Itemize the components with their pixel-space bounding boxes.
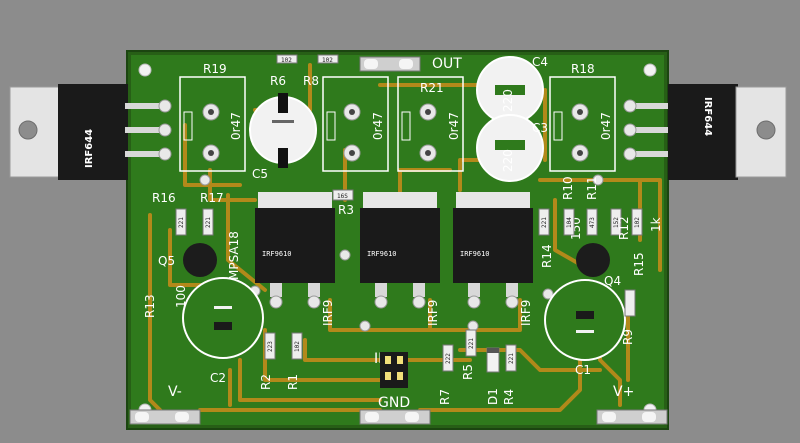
r16-ref: R16 bbox=[152, 191, 176, 205]
svg-text:221: 221 bbox=[205, 217, 212, 228]
resistor-r13: R13 100 bbox=[143, 285, 188, 318]
q5-type: MPSA18 bbox=[227, 231, 241, 280]
power-resistor-r18: R18 0r47 bbox=[549, 62, 616, 172]
r18-value: 0r47 bbox=[599, 112, 613, 140]
output-connector: OUT bbox=[359, 56, 462, 72]
svg-text:221: 221 bbox=[468, 338, 475, 349]
mosfet-2-side-label: IRF9 bbox=[426, 300, 440, 326]
mosfet-3-label: IRF9610 bbox=[460, 250, 490, 258]
output-label: OUT bbox=[432, 56, 462, 72]
power-resistor-r21: R21 0r47 bbox=[397, 76, 464, 172]
r14-ref: R14 bbox=[540, 244, 554, 268]
vplus-label: V+ bbox=[613, 384, 634, 400]
svg-text:16S: 16S bbox=[337, 193, 348, 200]
svg-text:152: 152 bbox=[613, 217, 620, 228]
svg-text:221: 221 bbox=[508, 353, 515, 364]
ground-label: GND bbox=[378, 395, 410, 411]
resistor-r9: R9 bbox=[621, 289, 636, 345]
input-connector: IN GND bbox=[374, 351, 410, 411]
mosfet-3: IRF9610 IRF9 bbox=[453, 192, 533, 326]
r17-ref: R17 bbox=[200, 191, 224, 205]
r20-value: 0r47 bbox=[371, 112, 385, 140]
mosfet-2: IRF9610 IRF9 bbox=[360, 192, 440, 326]
c3-value: 220 bbox=[501, 149, 515, 172]
right-resistor-bank: R10 R11 150 221 104 473 152 102 R14 R12 … bbox=[538, 176, 663, 276]
svg-text:473: 473 bbox=[589, 217, 596, 228]
r10-ref: R10 bbox=[561, 176, 575, 200]
svg-text:223: 223 bbox=[267, 341, 274, 352]
transistor-q5: Q5 MPSA18 bbox=[158, 231, 241, 280]
r21-ref: R21 bbox=[420, 81, 444, 95]
c4-value: 220 bbox=[501, 89, 515, 112]
diode-d1: D1 bbox=[486, 347, 500, 405]
capacitor-c5: C5 bbox=[249, 93, 317, 181]
mosfet-3-side-label: IRF9 bbox=[519, 300, 533, 326]
svg-text:222: 222 bbox=[445, 353, 452, 364]
r11-ref: R11 bbox=[585, 176, 599, 200]
r15-value: 1k bbox=[649, 217, 663, 232]
power-transistor-right: IRF644 bbox=[636, 84, 787, 180]
transistor-q4: Q4 bbox=[576, 243, 621, 288]
svg-text:102: 102 bbox=[294, 341, 301, 352]
r18-ref: R18 bbox=[571, 62, 595, 76]
power-pads bbox=[129, 409, 668, 425]
capacitor-c2: C2 bbox=[182, 277, 264, 385]
power-transistor-left-label: IRF644 bbox=[84, 129, 95, 168]
r3-ref: R3 bbox=[338, 203, 354, 217]
d1-ref: D1 bbox=[486, 388, 500, 405]
power-resistor-r19: R19 0r47 bbox=[179, 62, 246, 172]
r15-ref: R15 bbox=[632, 252, 646, 276]
r4-ref: R4 bbox=[502, 389, 516, 405]
mosfet-1: IRF9610 IRF9 bbox=[255, 192, 335, 326]
r5-ref: R5 bbox=[461, 364, 475, 380]
r1-ref: R1 bbox=[286, 374, 300, 390]
resistor-r16-r17: R16 R17 221 221 bbox=[152, 191, 224, 236]
r9-ref: R9 bbox=[621, 329, 635, 345]
q4-ref: Q4 bbox=[604, 274, 621, 288]
r13-value: 100 bbox=[174, 285, 188, 308]
mosfet-1-side-label: IRF9 bbox=[321, 300, 335, 326]
svg-text:221: 221 bbox=[541, 217, 548, 228]
q5-ref: Q5 bbox=[158, 254, 175, 268]
r8-ref: R8 bbox=[303, 74, 319, 88]
capacitor-c3: C3 220 bbox=[476, 114, 548, 182]
r19-value: 0r47 bbox=[229, 112, 243, 140]
svg-text:102: 102 bbox=[281, 57, 292, 64]
r6-r8-smd: 102 102 R6 R8 bbox=[270, 54, 339, 88]
r6-ref: R6 bbox=[270, 74, 286, 88]
r13-ref: R13 bbox=[143, 294, 157, 318]
power-transistor-right-label: IRF644 bbox=[702, 97, 713, 136]
c5-ref: C5 bbox=[252, 167, 268, 181]
vminus-label: V- bbox=[168, 384, 182, 400]
svg-text:102: 102 bbox=[634, 217, 641, 228]
c2-ref: C2 bbox=[210, 371, 226, 385]
mosfet-1-label: IRF9610 bbox=[262, 250, 292, 258]
c1-ref: C1 bbox=[575, 363, 591, 377]
svg-text:102: 102 bbox=[322, 57, 333, 64]
transistor-pads bbox=[158, 99, 637, 161]
bottom-smd-row: 223 102 R2 R1 222 221 221 R7 R5 R4 bbox=[259, 329, 517, 405]
r19-ref: R19 bbox=[203, 62, 227, 76]
svg-text:221: 221 bbox=[178, 217, 185, 228]
resistor-r3: 16S R3 bbox=[332, 189, 354, 217]
capacitor-c1: C1 bbox=[544, 279, 626, 377]
mosfet-2-label: IRF9610 bbox=[367, 250, 397, 258]
c3-ref: C3 bbox=[532, 121, 548, 135]
power-resistor-r20: 0r47 bbox=[322, 76, 389, 172]
capacitor-c4: C4 220 bbox=[476, 55, 548, 124]
r7-ref: R7 bbox=[438, 389, 452, 405]
power-transistor-left: IRF644 bbox=[9, 84, 160, 180]
c4-ref: C4 bbox=[532, 55, 548, 69]
r12-ref: R12 bbox=[617, 216, 631, 240]
via-holes bbox=[199, 174, 604, 332]
r21-value: 0r47 bbox=[447, 112, 461, 140]
r2-ref: R2 bbox=[259, 374, 273, 390]
svg-text:104: 104 bbox=[566, 217, 573, 228]
